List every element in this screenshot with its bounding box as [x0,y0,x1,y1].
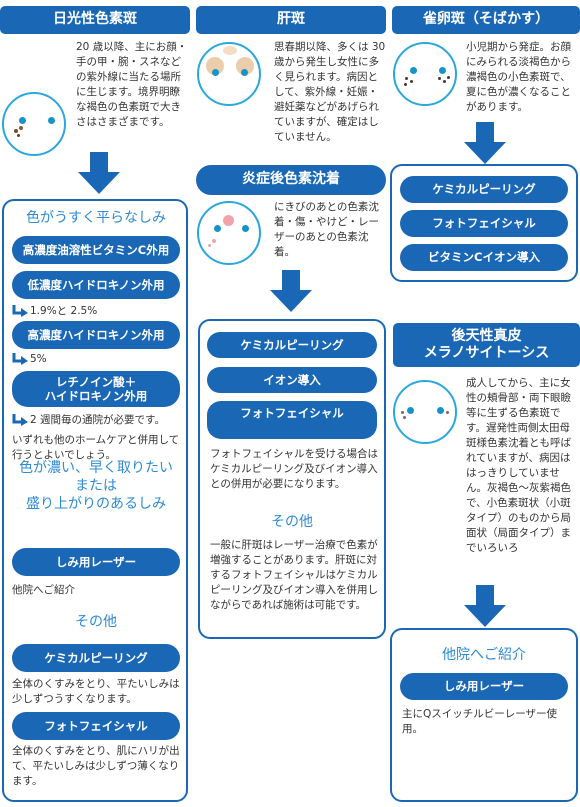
heading-other: その他 [75,614,117,630]
high-hydroquinone-note: 5% [12,353,47,365]
melasma-laser-note: 一般に肝斑はレーザー治療で色素が増強することがあります。肝斑に対するフォトフェイ… [210,539,378,611]
retinoic-acid-button[interactable]: レチノイン酸＋ ハイドロキノン外用 [12,371,180,407]
ion-introduction-button[interactable]: イオン導入 [207,367,377,393]
referral-note: 他院へご紹介 [12,584,75,596]
freckles-description: 小児期から発症。お顔にみられる淡褐色から濃褐色の小色素斑で、夏に色が濃くなること… [466,41,571,113]
home-care-note: いずれも他のホームケアと併用して行うとよいでしょう。 [12,434,180,461]
photo-facial-button[interactable]: フォトフェイシャル [12,712,180,740]
freckles-treatment-box: ケミカルピーリング フォトフェイシャル ビタミンCイオン導入 [390,164,578,282]
face-icon [197,201,261,265]
retinoic-acid-note: 2 週間毎の通院が必要です。 [12,412,165,427]
arrow-down-icon [464,122,506,164]
spot-laser-button[interactable]: しみ用レーザー [12,548,180,576]
spot-laser-button[interactable]: しみ用レーザー [400,673,568,700]
post-inflammatory-description: にきびのあとの色素沈着・傷・やけど・レーザーのあとの色素沈着。 [274,201,379,258]
high-hydroquinone-button[interactable]: 高濃度ハイドロキノン外用 [12,321,180,349]
title-melasma: 肝斑 [196,6,386,34]
title-freckles: 雀卵斑（そばかす） [392,6,580,34]
adm-treatment-box: 他院へご紹介 しみ用レーザー 主にQスイッチルビーレーザー使用。 [390,628,578,802]
heading-light-flat-spots: 色がうすく平らなしみ [26,210,166,226]
arrow-down-icon [270,270,312,312]
vitamin-c-topical-button[interactable]: 高濃度油溶性ビタミンC外用 [12,236,180,264]
arrow-down-icon [78,152,120,194]
chemical-peeling-button[interactable]: ケミカルピーリング [207,332,377,358]
solar-lentigo-description: 20 歳以降、主にお顔・手の甲・腕・スネなどの紫外線に当たる場所に生じます。境界… [76,41,188,128]
photo-facial-button[interactable]: フォトフェイシャル [207,401,377,439]
face-icon [197,42,261,106]
face-icon [2,92,66,156]
arrow-down-icon [464,585,506,627]
corner-arrow-icon [12,413,28,426]
photo-facial-description: 全体のくすみをとり、肌にハリが出て、平たいしみは少しずつ薄くなります。 [12,745,180,787]
title-adm: 後天性真皮 メラノサイトーシス [393,323,580,367]
low-hydroquinone-button[interactable]: 低濃度ハイドロキノン外用 [12,271,180,299]
photo-facial-combo-note: フォトフェイシャルを受ける場合はケミカルピーリング及びイオン導入との併用が必要に… [210,448,378,490]
heading-dark-raised-spots: 色が濃い、早く取りたい または 盛り上がりのあるしみ [19,460,173,512]
face-icon [393,42,457,106]
solar-lentigo-treatment-box: 色がうすく平らなしみ 高濃度油溶性ビタミンC外用 低濃度ハイドロキノン外用 1.… [2,199,188,802]
face-icon [393,380,457,444]
melasma-treatment-box: ケミカルピーリング イオン導入 フォトフェイシャル フォトフェイシャルを受ける場… [198,319,386,639]
chemical-peeling-button[interactable]: ケミカルピーリング [400,176,568,203]
corner-arrow-icon [12,304,28,317]
heading-referral: 他院へご紹介 [442,647,526,663]
corner-arrow-icon [12,353,28,365]
chemical-peeling-description: 全体のくすみをとり、平たいしみは少しずつうすくなります。 [12,678,180,705]
chemical-peeling-button[interactable]: ケミカルピーリング [12,644,180,672]
adm-description: 成人してから、主に女性の頬骨部・両下眼瞼等に生ずる色素斑です。遅発性両側太田母斑… [466,377,571,554]
title-solar-lentigo: 日光性色素斑 [0,6,190,34]
title-post-inflammatory: 炎症後色素沈着 [196,165,386,195]
photo-facial-button[interactable]: フォトフェイシャル [400,210,568,237]
low-hydroquinone-note: 1.9%と 2.5% [12,303,97,318]
heading-other: その他 [271,514,313,530]
vitamin-c-ion-button[interactable]: ビタミンCイオン導入 [400,244,568,271]
melasma-description: 思春期以降、多くは 30 歳から発生し女性に多く見られます。病因として、紫外線・… [274,41,386,143]
q-switch-laser-note: 主にQスイッチルビーレーザー使用。 [402,708,558,735]
